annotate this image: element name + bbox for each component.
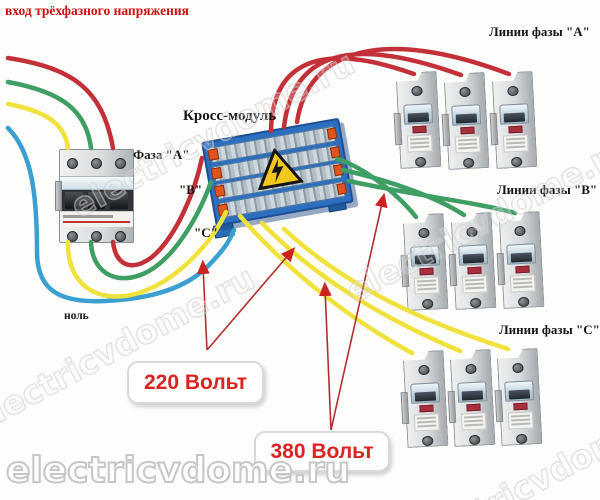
voltage-380-text: 380 Вольт <box>270 439 374 463</box>
voltage-380-callout: 380 Вольт <box>254 431 390 472</box>
wire-lineB-3 <box>346 178 518 216</box>
arrow-220-to-neutral <box>196 259 210 351</box>
voltage-220-callout: 220 Вольт <box>127 361 264 404</box>
lines-phase-c-label: Линии фазы "С" <box>499 322 600 337</box>
screw-icon <box>115 158 127 169</box>
input-label: вход трёхфазного напряжения <box>5 3 189 18</box>
wire-lineB-2 <box>340 167 467 218</box>
phase-c-label: "С" <box>194 225 218 240</box>
wire-neutral-blue <box>5 125 237 304</box>
arrow-380-to-phaseB <box>330 192 388 431</box>
wire-lineC-3 <box>281 226 511 352</box>
wire-lineA-2 <box>281 51 464 130</box>
lines-phase-a-label: Линии фазы "А" <box>489 24 590 39</box>
breaker-toggles[interactable] <box>60 189 133 212</box>
phase-a-label: Фаза "А" <box>133 147 190 162</box>
wire-lineB-1 <box>334 156 419 220</box>
lines-phase-b-label: Линии фазы "В" <box>497 182 598 197</box>
wire-input-yellow <box>5 101 71 151</box>
screw-icon <box>90 158 102 169</box>
wire-phaseB-to-module <box>88 179 214 281</box>
cross-module[interactable] <box>201 117 354 227</box>
screw-icon <box>90 231 102 242</box>
terminal-screws-top <box>60 158 133 169</box>
wire-phaseC-to-module <box>65 209 229 299</box>
neutral-label: ноль <box>64 310 89 322</box>
voltage-220-text: 220 Вольт <box>143 370 248 394</box>
high-voltage-warning-icon <box>257 147 304 191</box>
wire-lineA-3 <box>294 46 512 125</box>
din-clip <box>55 181 62 211</box>
arrow-380-to-phaseC <box>318 281 332 431</box>
screw-icon <box>115 231 127 242</box>
wire-input-red <box>5 55 116 151</box>
phase-b-label: "В" <box>179 182 203 197</box>
arrow-220-to-phase <box>206 247 296 351</box>
wire-lineC-1 <box>237 213 415 356</box>
wire-input-green <box>5 79 94 151</box>
wire-lineC-2 <box>259 220 463 354</box>
screw-icon <box>66 158 78 169</box>
cross-module-label: Кросс-модуль <box>183 108 277 124</box>
breaker-face-band <box>60 176 133 190</box>
screw-icon <box>66 231 78 242</box>
wire-phaseA-to-module <box>110 155 205 268</box>
wire-lineA-1 <box>268 56 417 134</box>
breaker-body <box>59 149 134 243</box>
terminal-screws-bottom <box>60 231 133 242</box>
main-breaker-3pole[interactable] <box>55 149 134 243</box>
breaker-rating-label <box>60 211 133 227</box>
